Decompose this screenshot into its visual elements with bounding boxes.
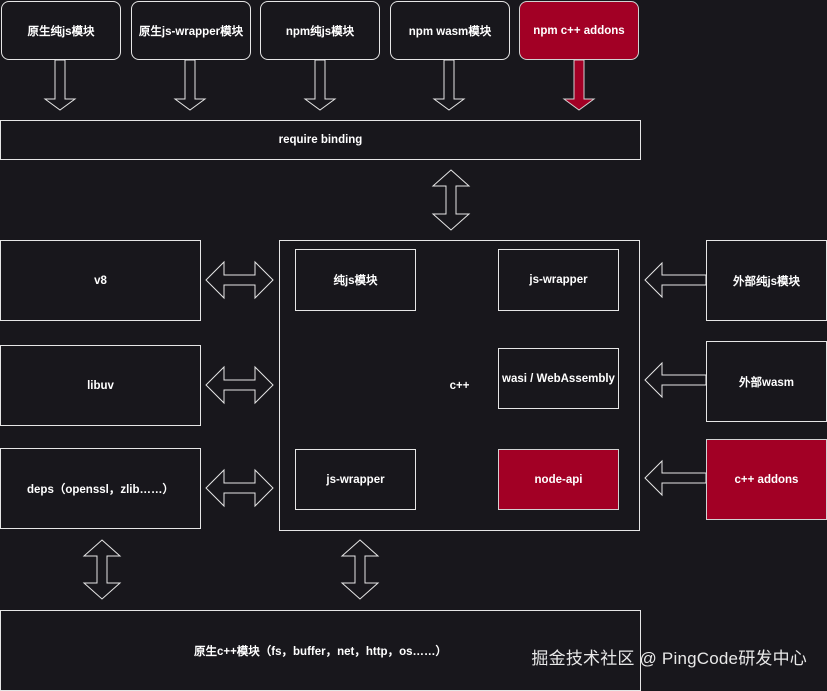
top-module-npm-js: npm纯js模块 (260, 1, 380, 60)
native-cpp-modules: 原生c++模块（fs，buffer，net，http，os……） (0, 610, 641, 691)
top-module-label: 原生纯js模块 (27, 25, 95, 38)
core-label: c++ (449, 379, 470, 392)
core-js-wrapper-top: js-wrapper (498, 249, 619, 311)
right-module-cpp-addons: c++ addons (706, 439, 827, 520)
watermark: 掘金技术社区 @ PingCode研发中心 (531, 649, 807, 668)
right-module-external-wasm: 外部wasm (706, 341, 827, 422)
top-module-label: npm wasm模块 (408, 25, 492, 38)
double-arrow-v8 (205, 260, 274, 300)
down-arrow-5-red (562, 59, 596, 111)
left-module-deps: deps（openssl，zlib……） (0, 448, 201, 529)
right-module-label: 外部wasm (739, 376, 794, 389)
require-binding-label: require binding (278, 134, 363, 146)
left-arrow-cpp-addons (644, 459, 707, 497)
double-arrow-deps (205, 468, 274, 508)
double-arrow-core-bottom (340, 539, 380, 600)
core-js-wrapper-bottom-label: js-wrapper (326, 473, 385, 486)
double-arrow-libuv (205, 365, 274, 405)
down-arrow-3 (303, 59, 337, 111)
native-cpp-modules-label: 原生c++模块（fs，buffer，net，http，os……） (193, 645, 447, 658)
right-module-external-js: 外部纯js模块 (706, 240, 827, 321)
require-binding: require binding (0, 120, 641, 160)
top-module-label: npm纯js模块 (285, 25, 355, 38)
top-module-label: npm c++ addons (533, 24, 625, 37)
top-module-label: 原生js-wrapper模块 (138, 25, 244, 38)
left-module-v8: v8 (0, 240, 201, 321)
double-arrow-deps-bottom (82, 539, 122, 600)
left-module-label: v8 (94, 274, 107, 287)
top-module-npm-cpp-addons: npm c++ addons (519, 1, 639, 60)
core-wasi-label: wasi / WebAssembly (502, 372, 615, 385)
top-module-native-js-wrapper: 原生js-wrapper模块 (131, 1, 251, 60)
core-pure-js: 纯js模块 (295, 249, 416, 311)
left-arrow-external-wasm (644, 361, 707, 399)
core-pure-js-label: 纯js模块 (333, 275, 378, 287)
left-arrow-external-js (644, 261, 707, 299)
right-module-label: c++ addons (734, 473, 799, 486)
core-wasi: wasi / WebAssembly (498, 348, 619, 409)
right-module-label: 外部纯js模块 (732, 275, 801, 288)
down-arrow-2 (173, 59, 207, 111)
core-js-wrapper-bottom: js-wrapper (295, 449, 416, 510)
top-module-native-js: 原生纯js模块 (1, 1, 121, 60)
down-arrow-1 (43, 59, 77, 111)
left-module-label: libuv (87, 379, 114, 392)
core-js-wrapper-top-label: js-wrapper (529, 274, 588, 286)
left-module-label: deps（openssl，zlib……） (27, 483, 174, 496)
down-arrow-4 (432, 59, 466, 111)
left-module-libuv: libuv (0, 345, 201, 426)
double-arrow-binding-core (431, 169, 471, 231)
core-node-api-label: node-api (534, 473, 583, 486)
top-module-npm-wasm: npm wasm模块 (390, 1, 510, 60)
core-node-api: node-api (498, 449, 619, 510)
